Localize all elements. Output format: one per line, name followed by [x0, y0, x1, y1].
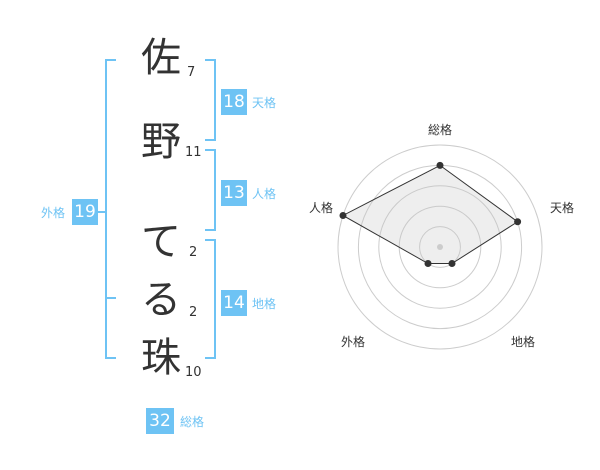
name-char-1: 佐: [141, 35, 181, 81]
radar-label-tenkaku: 天格: [550, 201, 575, 215]
tenkaku-value: 18: [221, 89, 247, 115]
tenkaku-bracket: [205, 59, 216, 141]
stroke-count-5: 10: [185, 365, 202, 380]
jinkaku-bracket: [205, 149, 216, 231]
gaikaku-bracket: [105, 59, 116, 359]
soukaku-label: 総格: [180, 415, 205, 429]
name-char-3: て: [141, 219, 181, 265]
stroke-count-2: 11: [185, 145, 202, 160]
stroke-count-4: 2: [189, 305, 198, 320]
radar-label-soukaku: 総格: [428, 123, 453, 137]
chikaku-bracket: [205, 239, 216, 359]
radar-polygon: [341, 164, 519, 265]
radar-point-1: [436, 161, 444, 169]
radar-point-5: [339, 211, 347, 219]
name-char-2: 野: [141, 119, 181, 165]
radar-point-2: [514, 218, 522, 226]
chikaku-value: 14: [221, 290, 247, 316]
tenkaku-label: 天格: [252, 96, 277, 110]
jinkaku-value: 13: [221, 180, 247, 206]
soukaku-value: 32: [146, 408, 174, 434]
gaikaku-label: 外格: [41, 206, 66, 220]
gaikaku-value: 19: [72, 199, 98, 225]
radar-label-chikaku: 地格: [511, 335, 536, 349]
stroke-count-3: 2: [189, 245, 198, 260]
radar-point-4: [424, 260, 432, 268]
radar-label-jinkaku: 人格: [309, 201, 334, 215]
stroke-count-1: 7: [187, 65, 196, 80]
jinkaku-label: 人格: [252, 187, 277, 201]
radar-point-3: [448, 260, 456, 268]
radar-label-gaikaku: 外格: [341, 335, 366, 349]
chikaku-label: 地格: [252, 297, 277, 311]
name-char-4: る: [141, 277, 181, 323]
radar-center-point: [437, 244, 443, 250]
name-char-5: 珠: [141, 335, 181, 381]
